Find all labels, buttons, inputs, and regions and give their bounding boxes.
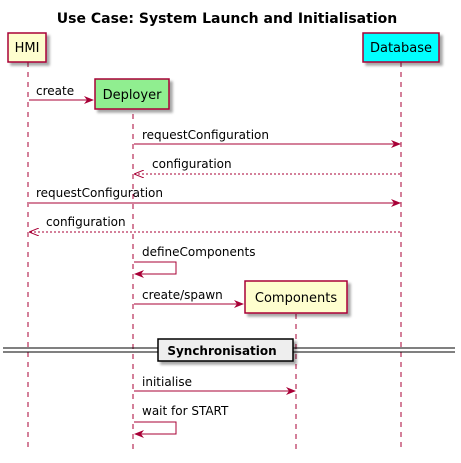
message-request-configuration-deployer-label: requestConfiguration [142, 128, 269, 142]
divider-synchronisation: Synchronisation [3, 338, 455, 362]
participant-database: Database [362, 32, 440, 63]
message-wait-for-start-arrow [134, 421, 177, 438]
message-create-spawn: create/spawn [134, 288, 244, 308]
participant-components: Components [244, 280, 348, 314]
message-configuration-hmi: configuration [30, 215, 400, 232]
participant-deployer: Deployer [94, 78, 170, 110]
participant-components-label: Components [255, 291, 337, 306]
participant-hmi-label: HMI [15, 41, 40, 56]
divider-label: Synchronisation [167, 344, 276, 358]
participant-hmi: HMI [7, 32, 47, 63]
diagram-title: Use Case: System Launch and Initialisati… [57, 11, 397, 27]
message-configuration-deployer: configuration [135, 157, 400, 174]
divider-box [157, 338, 294, 362]
message-request-configuration-hmi: requestConfiguration [29, 186, 401, 207]
message-create-spawn-label: create/spawn [142, 288, 223, 302]
message-wait-for-start: wait for START [134, 404, 229, 438]
participant-database-label: Database [370, 41, 432, 56]
message-define-components-label: defineComponents [142, 245, 255, 259]
message-request-configuration-deployer: requestConfiguration [134, 128, 401, 148]
message-configuration-hmi-label: configuration [46, 215, 126, 229]
message-wait-for-start-label: wait for START [142, 404, 229, 418]
participant-deployer-label: Deployer [103, 88, 163, 103]
message-define-components-arrow [134, 261, 177, 278]
message-initialise-label: initialise [142, 375, 192, 389]
message-initialise: initialise [134, 375, 296, 395]
message-create: create [29, 84, 94, 104]
message-request-configuration-hmi-label: requestConfiguration [36, 186, 163, 200]
message-define-components: defineComponents [134, 245, 255, 278]
message-create-label: create [36, 84, 74, 98]
message-configuration-deployer-label: configuration [152, 157, 232, 171]
